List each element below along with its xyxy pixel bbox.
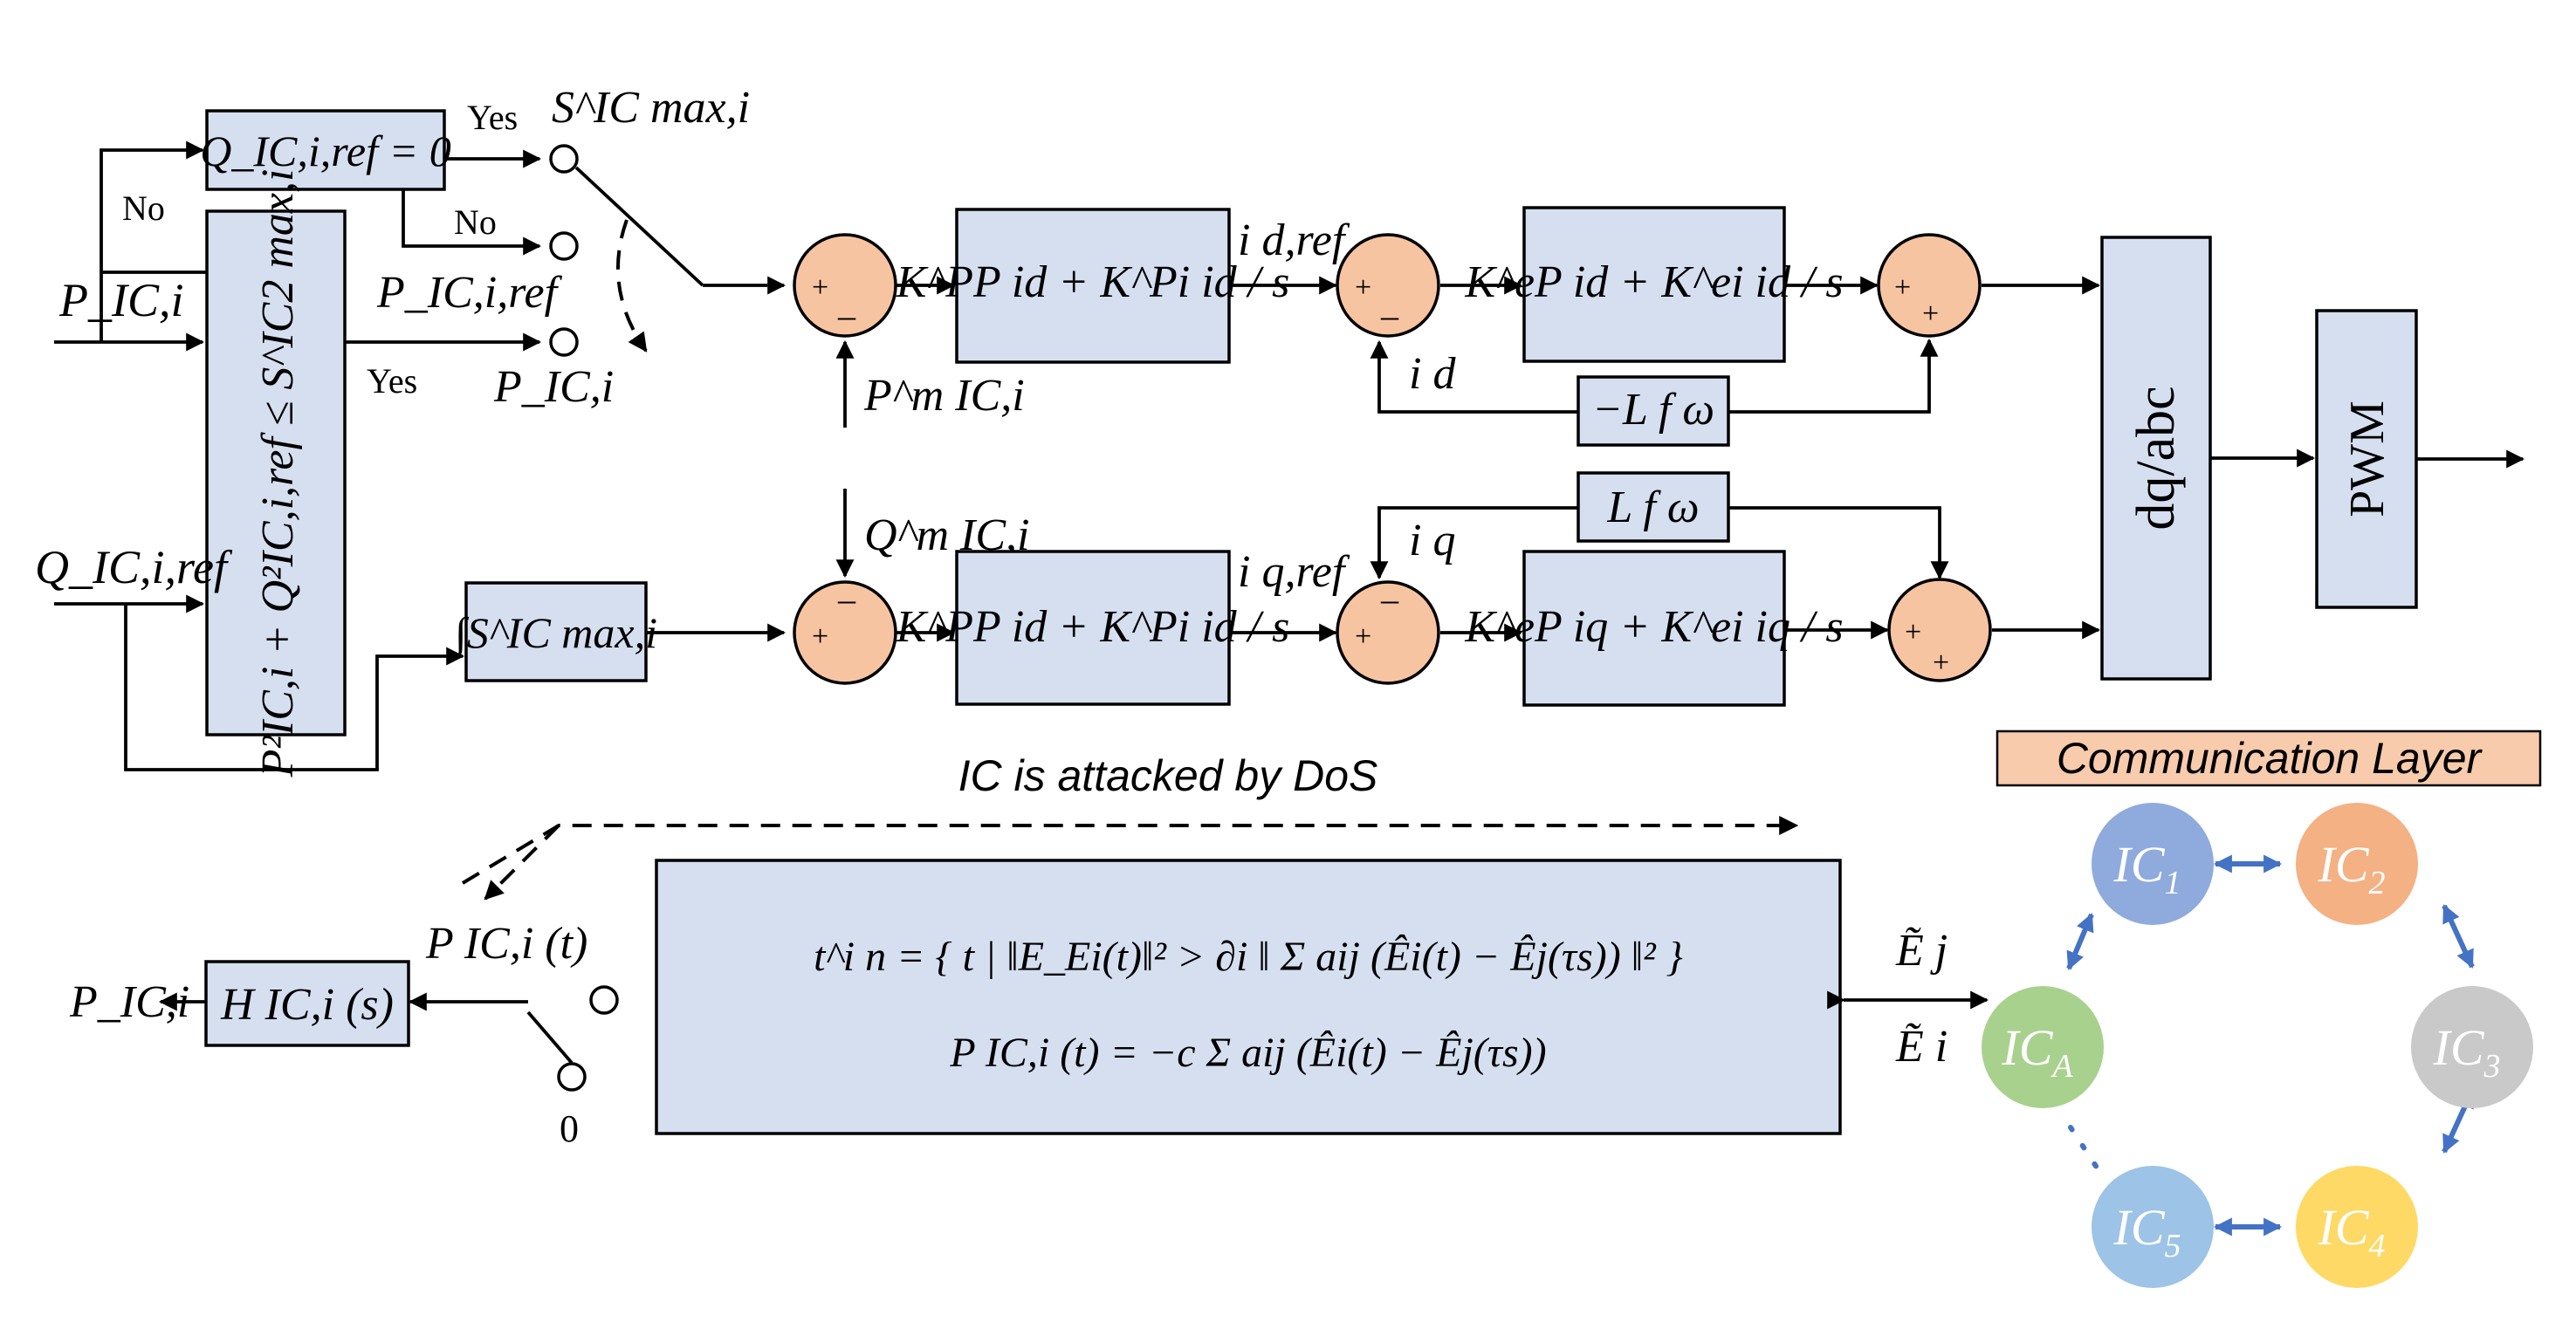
d-sum-out-plus2: + <box>1922 298 1939 330</box>
dos-label: IC is attacked by DoS <box>958 751 1378 800</box>
q-zero-block <box>205 109 446 191</box>
dos-dashed-arrow-left <box>484 824 560 901</box>
switch-terminal-3 <box>549 327 579 357</box>
dq-abc-label: dq/abc <box>2126 386 2186 530</box>
modulation-section: dq/abc PWM <box>2100 236 2525 681</box>
d-sum-out-plus1: + <box>1894 271 1911 304</box>
q-sum-out-plus1: + <box>1905 616 1921 648</box>
dq-abc-block <box>2100 236 2212 681</box>
d-axis-loop: + – P^m IC,i K^PP id + K^Pi id / s i d,r… <box>793 206 2101 447</box>
q-to-integrator-arrow <box>124 604 465 771</box>
d-sum-inner-plus: + <box>1355 271 1371 304</box>
power-limit-label: P²IC,i + Q²IC,i,ref ≤ S^IC2 max,i <box>253 169 303 778</box>
d-sum-out <box>1877 233 1982 338</box>
no-mid-label: No <box>454 202 497 242</box>
q-input-label: Q_IC,i,ref <box>35 541 233 593</box>
d-pi-outer-block <box>955 208 1231 364</box>
no-left-label: No <box>122 188 165 228</box>
p-out-label: P_IC,i <box>69 977 189 1027</box>
dos-terminal-zero <box>557 1062 587 1092</box>
p-input-label: P_IC,i <box>58 274 184 326</box>
dos-terminal-top <box>589 985 619 1015</box>
comm-node-5 <box>2092 1166 2214 1288</box>
link-A-5-dotted <box>2068 1125 2106 1181</box>
zero-label: 0 <box>560 1107 579 1150</box>
dos-section: IC is attacked by DoS t^i n = { t | ‖E_E… <box>69 751 1989 1150</box>
d-meas-label: P^m IC,i <box>863 371 1025 421</box>
d-sum-inner <box>1336 233 1440 338</box>
d-decoupling-label: −L f ω <box>1592 385 1714 435</box>
trigger-equation: t^i n = { t | ‖E_Ei(t)‖² > ∂i ‖ Σ aij (Ê… <box>814 934 1683 980</box>
d-pi-inner-label: K^eP id + K^ei id / s <box>1464 257 1843 307</box>
q-sum-out <box>1887 578 1992 682</box>
switch-terminal-1 <box>549 144 579 174</box>
e-j-label: Ẽ j <box>1895 926 1947 976</box>
q-pi-inner-block <box>1522 550 1786 707</box>
p-t-label: P IC,i (t) <box>425 919 587 969</box>
yes-top-label: Yes <box>467 98 518 137</box>
q-sum-out-plus2: + <box>1933 647 1949 679</box>
q-decoupling-label: L f ω <box>1606 483 1699 532</box>
comm-node-label-2: IC2 <box>2318 836 2386 901</box>
q-feedback-arrow <box>1370 506 1578 580</box>
q-sum-outer-plus: + <box>812 620 828 653</box>
h-block <box>204 960 410 1047</box>
d-ref-label: i d,ref <box>1238 216 1350 265</box>
q-sum-inner-plus: + <box>1355 620 1371 653</box>
q-pi-outer-block <box>955 550 1231 706</box>
h-label: H IC,i (s) <box>220 980 394 1030</box>
comm-node-label-5: IC5 <box>2113 1199 2181 1264</box>
q-pi-inner-label: K^eP iq + K^ei iq / s <box>1464 602 1843 652</box>
comm-node-3 <box>2411 986 2533 1108</box>
q-pi-outer-label: K^PP id + K^Pi id / s <box>896 602 1290 652</box>
d-sum-inner-minus: – <box>1380 296 1399 335</box>
comm-node-4 <box>2296 1166 2418 1288</box>
link-2-3 <box>2442 904 2475 969</box>
q-feedback-label: i q <box>1409 516 1455 565</box>
comm-node-a <box>1982 986 2104 1108</box>
e-i-label: Ẽ i <box>1895 1022 1947 1072</box>
p-ic-switch-label: P_IC,i <box>493 362 614 412</box>
control-equation: P IC,i (t) = −c Σ aij (Êi(t) − Êj(τs)) <box>949 1030 1546 1076</box>
trigger-block <box>655 859 1842 1135</box>
d-feedback-label: i d <box>1409 349 1456 399</box>
q-ref-label: i q,ref <box>1238 547 1350 597</box>
p-ref-label: P_IC,i,ref <box>376 268 563 318</box>
selector-switch: S^IC max,i P_IC,i <box>493 83 787 412</box>
switch-terminal-2 <box>549 231 579 261</box>
decision-section: Q_IC,i,ref = 0 P²IC,i + Q²IC,i,ref ≤ S^I… <box>35 98 563 777</box>
q-zero-label: Q_IC,i,ref = 0 <box>200 127 450 175</box>
communication-title-bg <box>1996 729 2542 787</box>
d-pi-outer-label: K^PP id + K^Pi id / s <box>896 257 1290 307</box>
d-decoupling-out-arrow <box>1728 338 1939 414</box>
q-decoupling-out-arrow <box>1728 506 1949 580</box>
q-integrator-label: ∫S^IC max,i <box>452 608 657 660</box>
q-decoupling-block <box>1577 471 1730 543</box>
q-sum-inner-minus: – <box>1380 579 1399 619</box>
d-pi-inner-block <box>1522 206 1786 363</box>
q-axis-loop: ∫S^IC max,i + – Q^m IC,i K^PP id + K^Pi … <box>452 471 2101 707</box>
dos-switch-arm <box>526 1010 574 1065</box>
power-limit-block <box>205 209 347 736</box>
comm-node-2 <box>2296 803 2418 925</box>
q-sum-inner <box>1336 580 1440 685</box>
no-mid-arrow <box>402 189 542 256</box>
d-sum-outer-minus: – <box>837 296 856 335</box>
q-sum-outer-minus: – <box>837 579 856 619</box>
comm-node-1 <box>2092 803 2214 925</box>
pwm-label: PWM <box>2340 401 2394 517</box>
switch-arm <box>574 166 704 287</box>
no-loop-arrow <box>100 140 205 342</box>
communication-title: Communication Layer <box>2057 734 2483 783</box>
yes-bottom-label: Yes <box>367 361 417 401</box>
s-max-label: S^IC max,i <box>552 83 750 133</box>
link-1-A <box>2066 913 2094 970</box>
d-feedback-arrow <box>1370 339 1578 414</box>
switch-dashed-arrow <box>616 219 648 353</box>
d-sum-outer-plus: + <box>812 271 828 304</box>
